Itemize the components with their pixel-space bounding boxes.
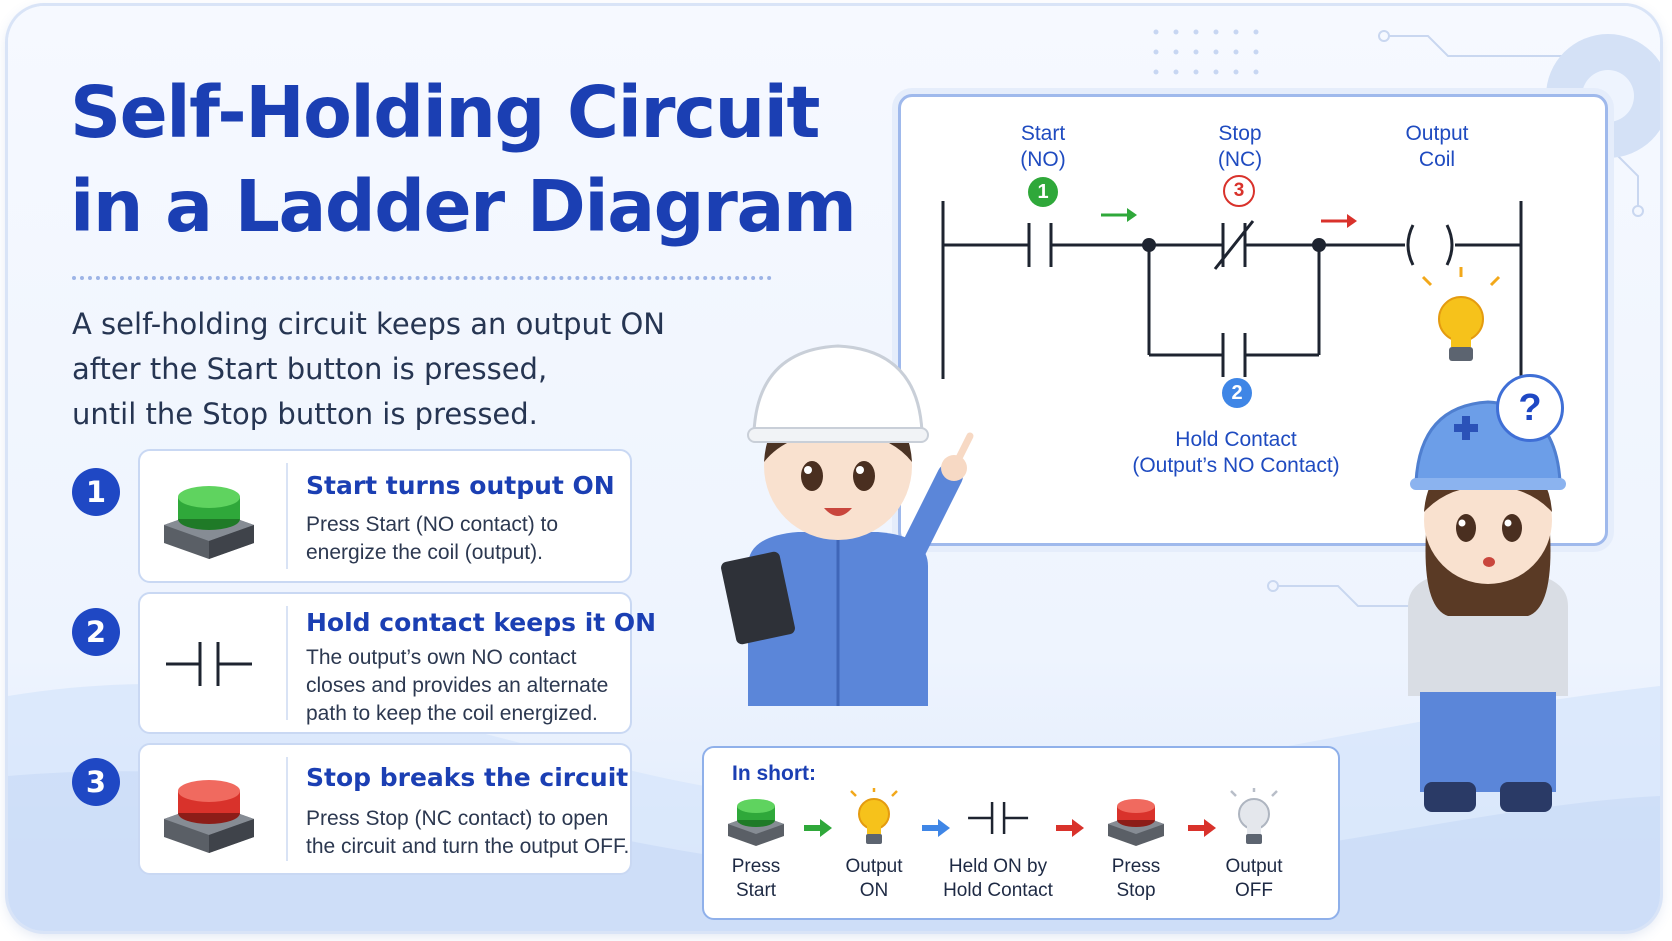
step-number-1: 1 bbox=[72, 468, 120, 516]
stop-contact-slash bbox=[1213, 220, 1255, 270]
hold-contact-label: Hold Contact (Output’s NO Contact) bbox=[1132, 427, 1339, 479]
step-2-line-1: The output’s own NO contact bbox=[306, 646, 577, 669]
title-line-1: Self-Holding Circuit bbox=[70, 71, 820, 154]
short-label-line: Output bbox=[845, 856, 903, 877]
start-label-line-2: (NO) bbox=[1020, 148, 1066, 171]
green-button-icon bbox=[164, 486, 254, 559]
junction-dot bbox=[1312, 238, 1326, 252]
step-1-line-1: Press Start (NO contact) to bbox=[306, 513, 559, 536]
step-2-line-3: path to keep the coil energized. bbox=[306, 702, 598, 725]
step-card-start: Start turns output ON Press Start (NO co… bbox=[138, 449, 632, 583]
engineer-boy-illustration bbox=[721, 344, 974, 706]
start-label-line-1: Start bbox=[1020, 122, 1066, 145]
red-button-icon bbox=[164, 780, 254, 853]
step-text-1: Press Start (NO contact) to energize the… bbox=[306, 511, 626, 567]
short-item-output-off: Output OFF bbox=[1222, 788, 1286, 903]
red-arrow-icon bbox=[1056, 819, 1084, 837]
step-3-line-2: the circuit and turn the output OFF. bbox=[306, 835, 630, 858]
title-divider bbox=[72, 276, 772, 280]
step-2-line-2: closes and provides an alternate bbox=[306, 674, 609, 697]
short-item-label: Press Start bbox=[724, 855, 788, 903]
page-title: Self-Holding Circuit in a Ladder Diagram bbox=[70, 66, 857, 254]
lit-bulb-icon bbox=[850, 788, 898, 844]
short-label-line: Stop bbox=[1116, 880, 1156, 901]
step-title-1: Start turns output ON bbox=[306, 471, 615, 500]
in-short-panel: In short: Press Start bbox=[702, 746, 1340, 920]
step-card-stop: Stop breaks the circuit Press Stop (NC c… bbox=[138, 743, 632, 875]
coil-left-arc bbox=[1406, 224, 1415, 266]
unlit-bulb-icon bbox=[1230, 788, 1278, 844]
blue-arrow-icon bbox=[922, 819, 950, 837]
title-line-2: in a Ladder Diagram bbox=[70, 165, 857, 248]
intro-line-1: A self-holding circuit keeps an output O… bbox=[72, 307, 665, 341]
short-label-line: Hold Contact bbox=[943, 880, 1053, 901]
short-item-press-stop: Press Stop bbox=[1104, 788, 1168, 903]
step-number-2: 2 bbox=[72, 608, 120, 656]
intro-line-3: until the Stop button is pressed. bbox=[72, 397, 538, 431]
step-1-line-2: energize the coil (output). bbox=[306, 541, 543, 564]
short-label-line: Output bbox=[1225, 856, 1283, 877]
short-label-line: Start bbox=[735, 880, 777, 901]
red-arrow-icon bbox=[1321, 214, 1357, 228]
short-label-line: Held ON by bbox=[948, 856, 1048, 877]
short-label-line: ON bbox=[859, 880, 889, 901]
no-contact-icon bbox=[968, 802, 1028, 834]
coil-label: Output Coil bbox=[1405, 121, 1468, 173]
step-divider bbox=[286, 757, 288, 861]
junction-dot bbox=[1142, 238, 1156, 252]
step-divider bbox=[286, 606, 288, 720]
intro-text: A self-holding circuit keeps an output O… bbox=[72, 302, 792, 437]
green-arrow-icon bbox=[1101, 208, 1137, 222]
marker-1: 1 bbox=[1028, 177, 1058, 207]
coil-right-arc bbox=[1445, 224, 1454, 266]
stop-label-line-2: (NC) bbox=[1217, 148, 1263, 171]
infographic-card: Self-Holding Circuit in a Ladder Diagram… bbox=[8, 6, 1660, 931]
step-divider bbox=[286, 463, 288, 569]
step-text-3: Press Stop (NC contact) to open the circ… bbox=[306, 805, 630, 861]
lit-bulb-icon bbox=[1421, 267, 1501, 361]
question-bubble: ? bbox=[1496, 374, 1564, 442]
engineer-girl-illustration bbox=[1408, 400, 1568, 812]
green-arrow-icon bbox=[804, 819, 832, 837]
step-3-line-1: Press Stop (NC contact) to open bbox=[306, 807, 609, 830]
stop-label: Stop (NC) bbox=[1218, 121, 1262, 173]
short-item-press-start: Press Start bbox=[724, 788, 788, 903]
marker-3: 3 bbox=[1223, 175, 1255, 207]
short-item-label: Held ON by Hold Contact bbox=[943, 855, 1053, 903]
short-label-line: OFF bbox=[1235, 880, 1273, 901]
ladder-diagram bbox=[941, 201, 1523, 379]
short-label-line: Press bbox=[731, 856, 781, 877]
short-item-label: Output OFF bbox=[1222, 855, 1286, 903]
intro-line-2: after the Start button is pressed, bbox=[72, 352, 548, 386]
green-button-icon bbox=[728, 799, 784, 846]
short-item-output-on: Output ON bbox=[842, 788, 906, 903]
marker-2: 2 bbox=[1222, 378, 1252, 408]
hold-label-line-2: (Output’s NO Contact) bbox=[1132, 454, 1340, 477]
red-button-icon bbox=[1108, 799, 1164, 846]
short-item-held-on: Held ON by Hold Contact bbox=[943, 788, 1053, 903]
stop-label-line-1: Stop bbox=[1218, 122, 1262, 145]
in-short-title: In short: bbox=[732, 762, 816, 785]
hold-label-line-1: Hold Contact bbox=[1175, 428, 1297, 451]
step-title-2: Hold contact keeps it ON bbox=[306, 608, 657, 637]
red-arrow-icon bbox=[1188, 819, 1216, 837]
short-label-line: Press bbox=[1111, 856, 1161, 877]
step-number-3: 3 bbox=[72, 758, 120, 806]
no-contact-icon bbox=[166, 642, 252, 686]
short-item-label: Output ON bbox=[842, 855, 906, 903]
step-card-hold: Hold contact keeps it ON The output’s ow… bbox=[138, 592, 656, 734]
coil-label-line-2: Coil bbox=[1418, 148, 1456, 171]
step-text-2: The output’s own NO contact closes and p… bbox=[306, 644, 626, 728]
step-title-3: Stop breaks the circuit bbox=[306, 763, 629, 792]
short-item-label: Press Stop bbox=[1104, 855, 1168, 903]
start-label: Start (NO) bbox=[1020, 121, 1066, 173]
coil-label-line-1: Output bbox=[1405, 122, 1469, 145]
